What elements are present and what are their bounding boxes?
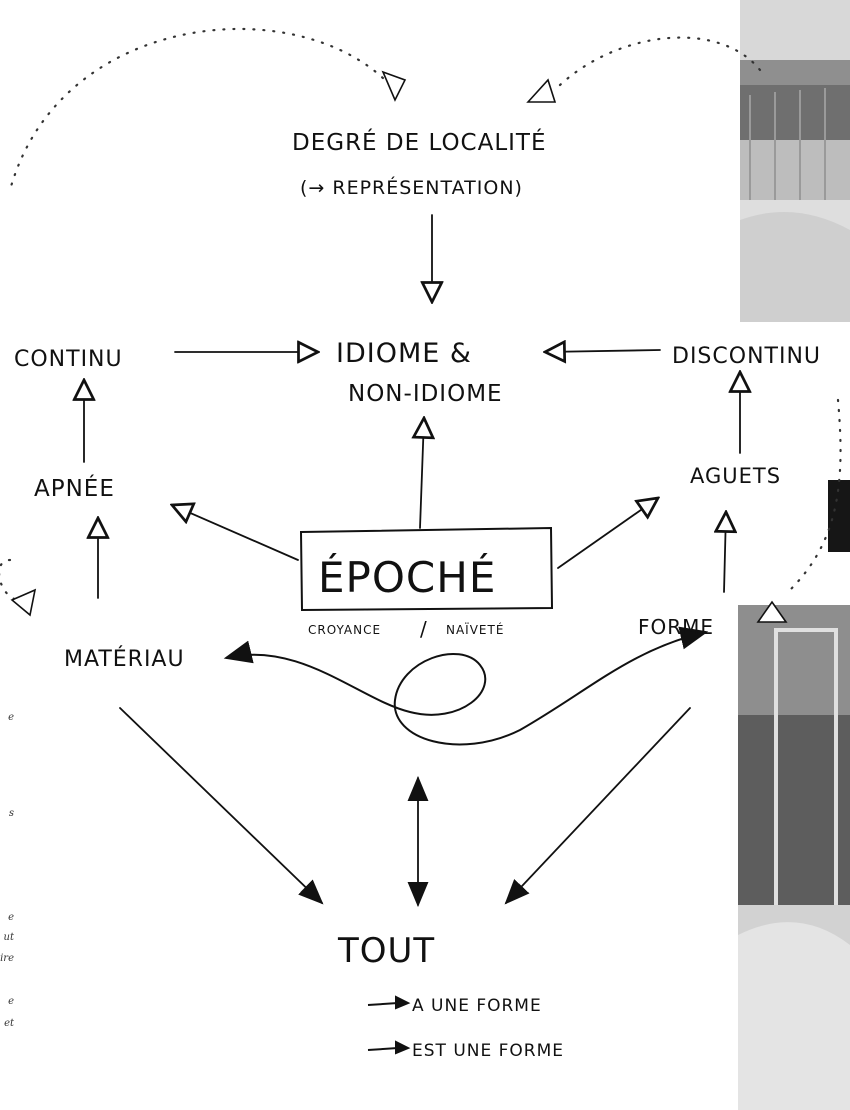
arrow-materiau-to-tout bbox=[119, 707, 324, 905]
beach-photo-top bbox=[740, 0, 850, 322]
label-materiau: MATÉRIAU bbox=[64, 646, 185, 672]
loop-arrowhead bbox=[526, 78, 557, 103]
margin-fragment: e bbox=[8, 996, 14, 1007]
margin-fragment: e bbox=[8, 712, 14, 723]
label-est-une-forme: EST UNE FORME bbox=[412, 1041, 564, 1061]
label-apnee: APNÉE bbox=[34, 474, 115, 502]
loop-arrowhead bbox=[381, 70, 407, 102]
label-caption-separator: / bbox=[420, 617, 428, 641]
margin-fragment: e bbox=[8, 912, 14, 923]
arrow-discontinu-to-idiome bbox=[545, 350, 661, 352]
dotted-loop-left-lower bbox=[0, 558, 22, 602]
label-representation: (→ REPRÉSENTATION) bbox=[300, 176, 523, 199]
label-discontinu: DISCONTINU bbox=[672, 344, 821, 369]
margin-fragment: ut bbox=[3, 932, 14, 943]
bullet-arrow-icon bbox=[395, 1040, 411, 1055]
arrow-forme-to-tout bbox=[504, 707, 691, 905]
arrow-epoche-to-apnee bbox=[172, 505, 299, 561]
dark-tab-top bbox=[828, 480, 850, 552]
dotted-loop-right-upper bbox=[558, 36, 762, 87]
margin-fragment: et bbox=[4, 1018, 14, 1029]
margin-fragment: ire bbox=[0, 953, 14, 964]
label-croyance: CROYANCE bbox=[308, 623, 381, 637]
margin-fragment: s bbox=[8, 808, 14, 819]
arrow-forme-to-aguets bbox=[724, 512, 726, 593]
arrow-epoche-to-aguets bbox=[557, 498, 658, 569]
label-aguets: AGUETS bbox=[690, 464, 781, 488]
label-continu: CONTINU bbox=[14, 347, 123, 372]
dotted-loop-left-upper bbox=[8, 27, 392, 192]
loop-arrowhead bbox=[10, 588, 37, 617]
label-a-une-forme: A UNE FORME bbox=[412, 996, 542, 1016]
bullet-arrow-icon bbox=[395, 995, 411, 1010]
label-forme: FORME bbox=[638, 615, 714, 639]
label-tout: TOUT bbox=[337, 931, 435, 971]
curly-connector bbox=[223, 626, 709, 746]
label-degre-localite: DEGRÉ DE LOCALITÉ bbox=[292, 128, 547, 156]
label-naivete: NAÏVETÉ bbox=[446, 622, 504, 637]
label-non-idiome: NON-IDIOME bbox=[348, 381, 503, 407]
label-idiome: IDIOME & bbox=[336, 338, 472, 369]
dotted-loop-right-lower bbox=[788, 398, 842, 592]
beach-photo-bottom bbox=[738, 605, 850, 1110]
arrow-epoche-to-idiome bbox=[420, 418, 424, 529]
bullet-arrow-icon bbox=[367, 1047, 399, 1051]
label-epoche: ÉPOCHÉ bbox=[318, 552, 496, 602]
epoche-box bbox=[299, 526, 554, 612]
bullet-arrow-icon bbox=[367, 1002, 399, 1006]
loop-arrowhead bbox=[756, 600, 788, 623]
